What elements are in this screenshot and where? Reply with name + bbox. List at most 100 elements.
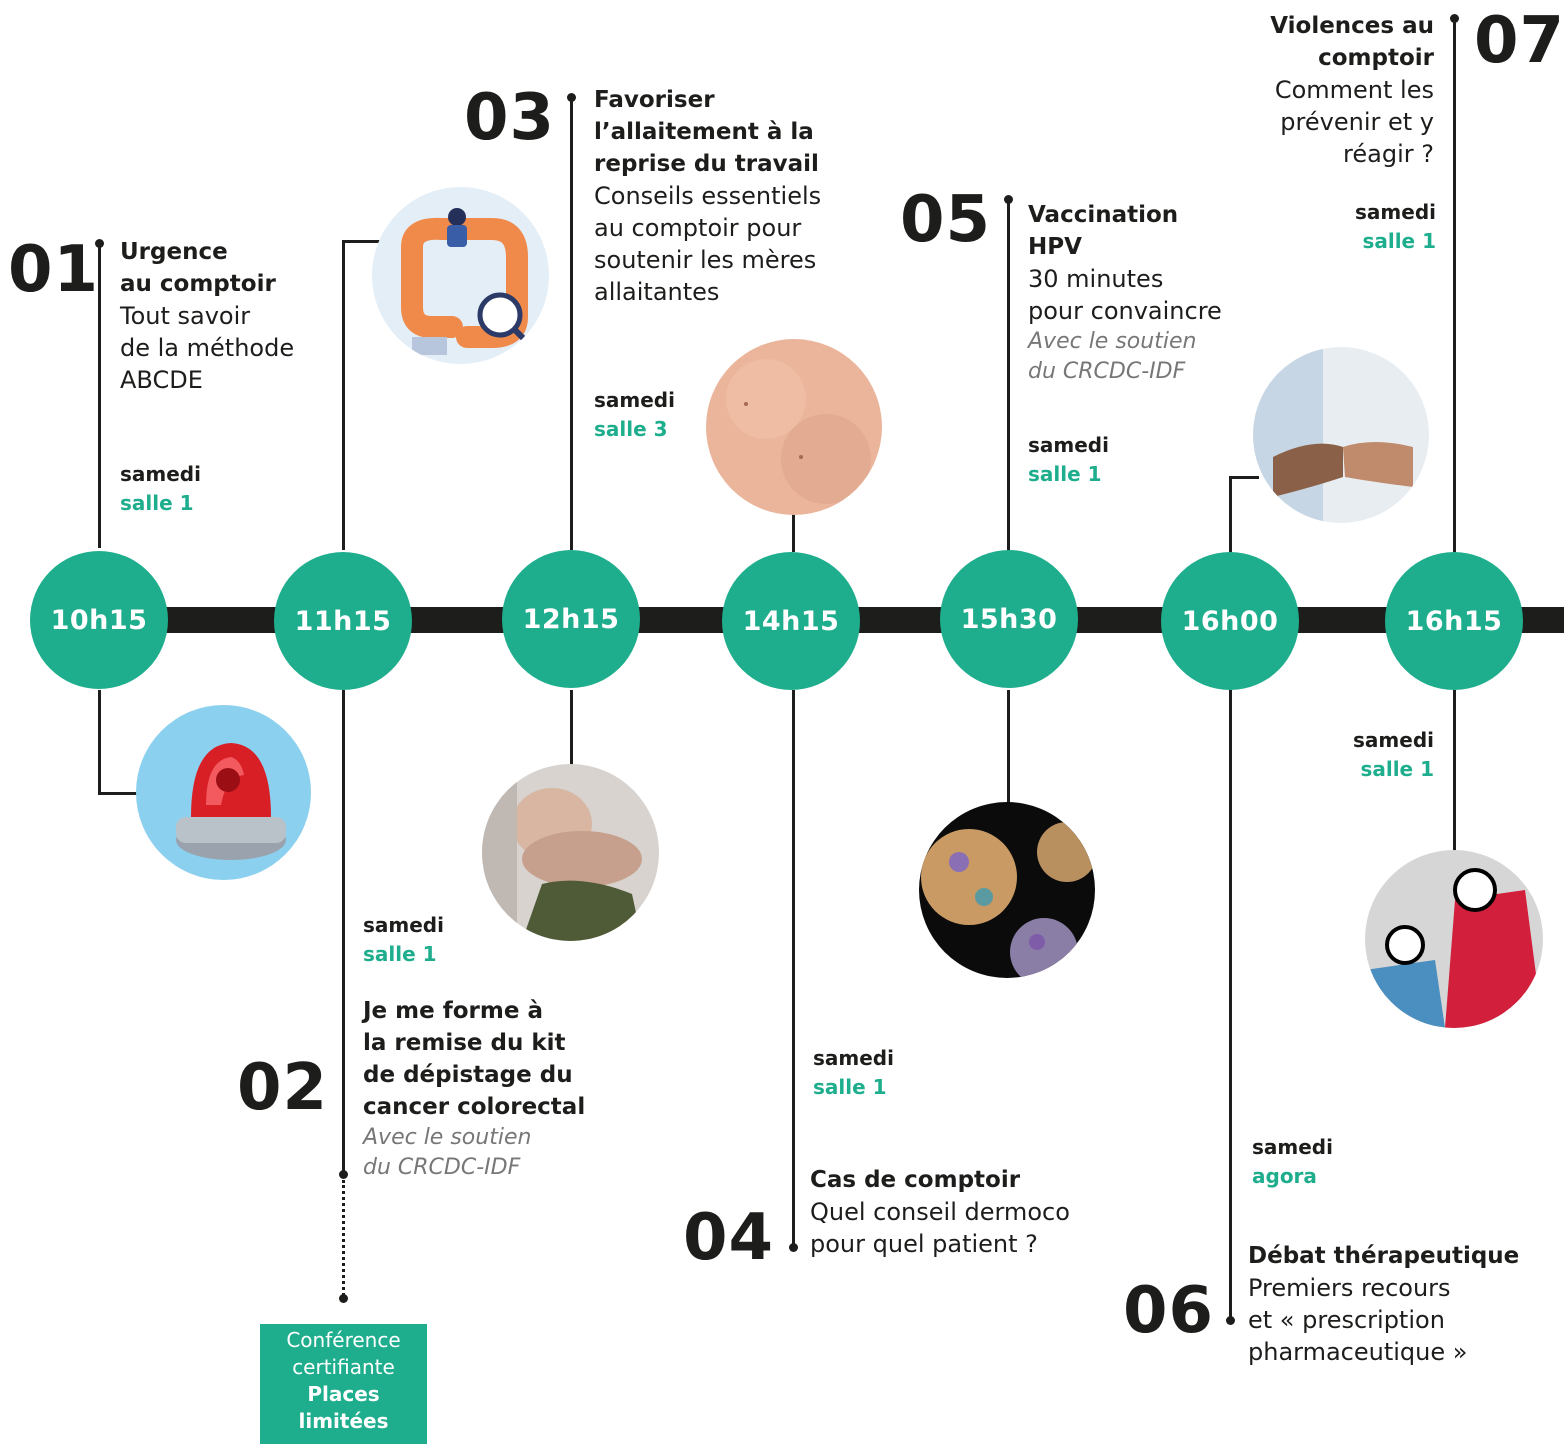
session-room: salle 1 [120,491,194,515]
session-room: salle 1 [813,1075,887,1099]
session-title-line: Je me forme à [363,998,543,1024]
handshake-image [1253,347,1429,523]
session-day: samedi [1353,728,1434,752]
session-desc-line: pour convaincre [1028,297,1222,325]
dotted-connector [342,1180,345,1296]
session-05-text: Vaccination HPV 30 minutes pour convainc… [1028,199,1268,387]
session-title-line: Urgence [120,239,228,265]
time-label: 16h00 [1181,605,1279,637]
session-desc-line: de la méthode [120,334,295,362]
connector-dot [339,1294,348,1303]
session-title-line: Violences au [1270,13,1434,39]
badge-line: Conférence [286,1328,401,1352]
time-node-05: 15h30 [940,550,1078,688]
session-07-location-lower: samedi salle 1 [1300,725,1434,783]
session-desc-line: ABCDE [120,366,203,394]
connector-line [98,792,138,795]
session-title-line: de dépistage du [363,1062,573,1088]
session-room: salle 3 [594,417,668,441]
time-label: 16h15 [1405,605,1503,637]
session-02-text: Je me forme à la remise du kit de dépist… [363,995,633,1183]
session-day: samedi [1252,1135,1333,1159]
violence-illustration-image [1365,850,1543,1028]
session-07-text: Violences au comptoir Comment les préven… [1214,10,1434,170]
session-01-text: Urgence au comptoir Tout savoir de la mé… [120,236,340,396]
session-desc-line: soutenir les mères [594,246,817,274]
session-07-location: samedi salle 1 [1300,197,1436,255]
session-desc-line: et « prescription [1248,1306,1445,1334]
session-desc-line: Comment les [1274,76,1434,104]
connector-line [792,510,795,552]
session-room: salle 1 [1362,229,1436,253]
time-label: 15h30 [960,603,1058,635]
session-day: samedi [1355,200,1436,224]
connector-line [1007,690,1010,808]
time-label: 12h15 [522,603,620,635]
session-04-location: samedi salle 1 [813,1043,894,1101]
time-node-01: 10h15 [30,551,168,689]
connector-dot [1226,1316,1235,1325]
session-number-06: 06 [1123,1274,1215,1348]
time-node-04: 14h15 [722,552,860,690]
session-title-line: cancer colorectal [363,1094,586,1120]
colon-illustration-image [372,187,549,364]
session-title-line: Débat thérapeutique [1248,1243,1520,1269]
session-number-03: 03 [464,81,556,155]
session-06-location: samedi agora [1252,1132,1333,1190]
connector-line [570,690,573,770]
certified-conference-badge: Conférence certifiante Places limitées [260,1324,427,1444]
session-title-line: reprise du travail [594,151,819,177]
connector-line [342,240,382,243]
session-desc-line: Tout savoir [120,302,251,330]
badge-line: limitées [298,1409,389,1433]
session-number-02: 02 [237,1051,329,1125]
connector-line [1453,18,1456,552]
connector-line [570,97,573,550]
session-room: salle 1 [1360,757,1434,781]
connector-dot [339,1170,348,1179]
connector-line [342,240,345,550]
session-desc-line: pour quel patient ? [810,1230,1038,1258]
session-title-line: Vaccination [1028,202,1179,228]
session-number-05: 05 [900,183,992,257]
skin-closeup-image [706,339,882,515]
session-number-04: 04 [683,1201,775,1275]
session-room: salle 1 [1028,462,1102,486]
session-sub-line: Avec le soutien [363,1125,532,1150]
session-desc-line: au comptoir pour [594,214,802,242]
session-desc-line: réagir ? [1343,140,1434,168]
session-title-line: Favoriser [594,87,715,113]
session-title-line: comptoir [1318,45,1434,71]
session-title-line: l’allaitement à la [594,119,814,145]
connector-line [792,690,795,1245]
connector-line [98,690,101,794]
session-number-01: 01 [8,233,100,307]
session-sub-line: Avec le soutien [1028,329,1197,354]
session-03-location: samedi salle 3 [594,385,675,443]
session-desc-line: Conseils essentiels [594,182,822,210]
session-desc-line: allaitantes [594,278,720,306]
session-day: samedi [813,1046,894,1070]
session-desc-line: prévenir et y [1280,108,1434,136]
connector-dot [789,1243,798,1252]
session-day: samedi [594,388,675,412]
session-number-07: 07 [1474,4,1564,78]
session-day: samedi [1028,433,1109,457]
connector-line [98,243,101,548]
session-title-line: HPV [1028,234,1082,260]
connector-line [1007,199,1010,552]
siren-image [136,705,311,880]
connector-line [1229,476,1232,552]
session-sub-line: du CRCDC-IDF [1028,359,1186,384]
time-label: 14h15 [742,605,840,637]
session-title-line: la remise du kit [363,1030,566,1056]
badge-line: certifiante [292,1355,395,1379]
connector-line [1229,476,1259,479]
time-node-07: 16h15 [1385,552,1523,690]
session-05-location: samedi salle 1 [1028,430,1109,488]
session-title-line: Cas de comptoir [810,1167,1021,1193]
connector-line [342,690,345,1175]
session-03-text: Favoriser l’allaitement à la reprise du … [594,84,854,308]
time-node-06: 16h00 [1161,552,1299,690]
hpv-virus-image [919,802,1095,978]
